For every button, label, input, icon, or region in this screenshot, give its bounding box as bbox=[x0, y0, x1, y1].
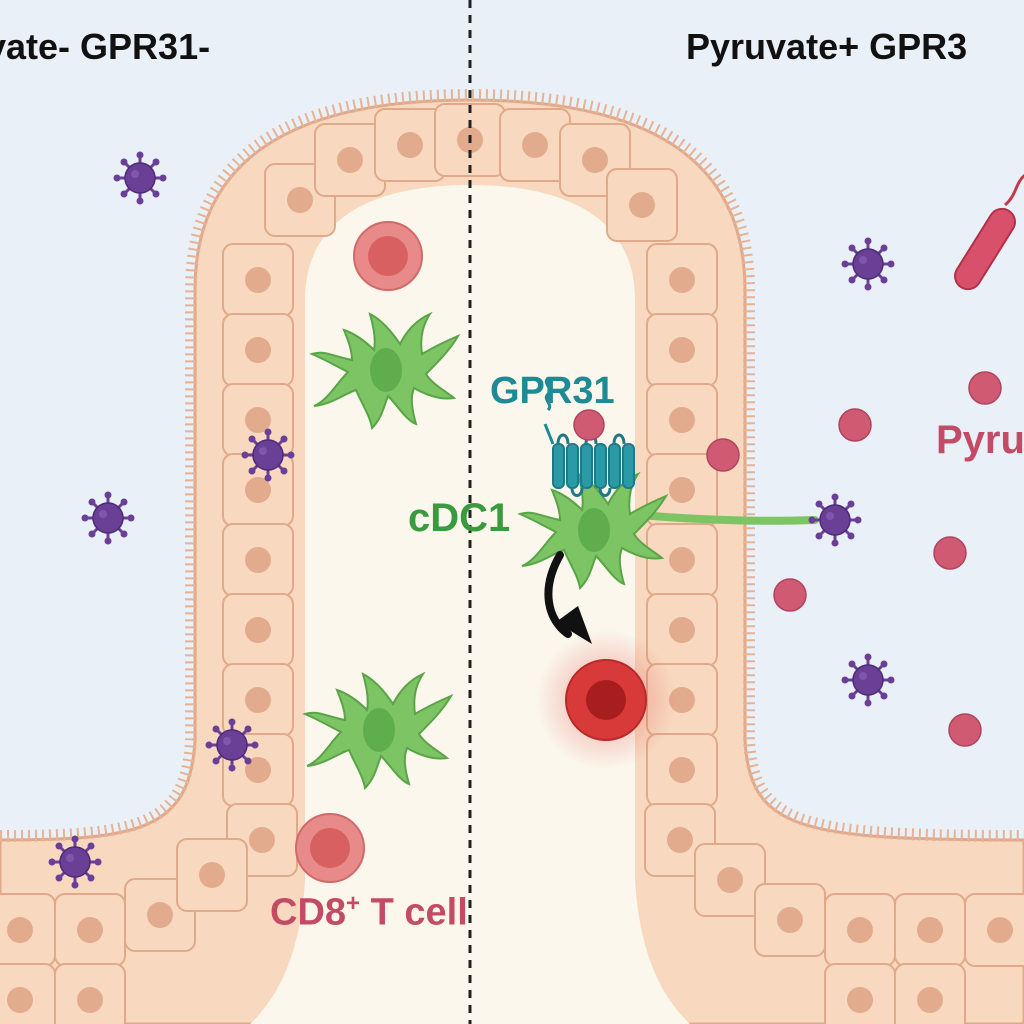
pyruvate-molecule-icon bbox=[573, 409, 605, 441]
pyruvate-label: Pyru bbox=[936, 418, 1024, 462]
activated-t-cell-icon bbox=[565, 659, 647, 741]
epithelial-cells-right bbox=[644, 243, 718, 877]
epithelial-cells-left bbox=[222, 243, 298, 877]
t-cell-icon bbox=[295, 813, 365, 883]
left-condition-title: vate- GPR31- bbox=[0, 26, 211, 67]
cd8-label-prefix: CD8 bbox=[270, 891, 347, 934]
pyruvate-molecule-icon bbox=[773, 578, 807, 612]
cdc1-dendritic-cell-icon bbox=[519, 473, 819, 589]
t-cell-icon bbox=[353, 221, 423, 291]
gpr31-label: GPR31 bbox=[490, 370, 615, 412]
bacterium-icon bbox=[954, 173, 1024, 291]
pyruvate-molecule-icon bbox=[838, 408, 872, 442]
cdc1-label: cDC1 bbox=[408, 496, 511, 540]
pyruvate-molecule-icon bbox=[948, 713, 982, 747]
pyruvate-molecule-icon bbox=[706, 438, 740, 472]
cd8-label-suffix: T cell bbox=[360, 891, 468, 934]
cd8-label-superscript: + bbox=[346, 890, 361, 917]
gpr31-receptor-icon bbox=[543, 376, 635, 497]
pyruvate-molecule-icon bbox=[933, 536, 967, 570]
lamina-propria bbox=[0, 185, 690, 1024]
pyruvate-molecules bbox=[706, 371, 1002, 747]
right-condition-title: Pyruvate+ GPR3 bbox=[686, 26, 968, 67]
cd8-t-cell-label: CD8+ T cell bbox=[270, 890, 468, 935]
activation-arrow-icon bbox=[544, 551, 592, 644]
pyruvate-molecule-icon bbox=[968, 371, 1002, 405]
